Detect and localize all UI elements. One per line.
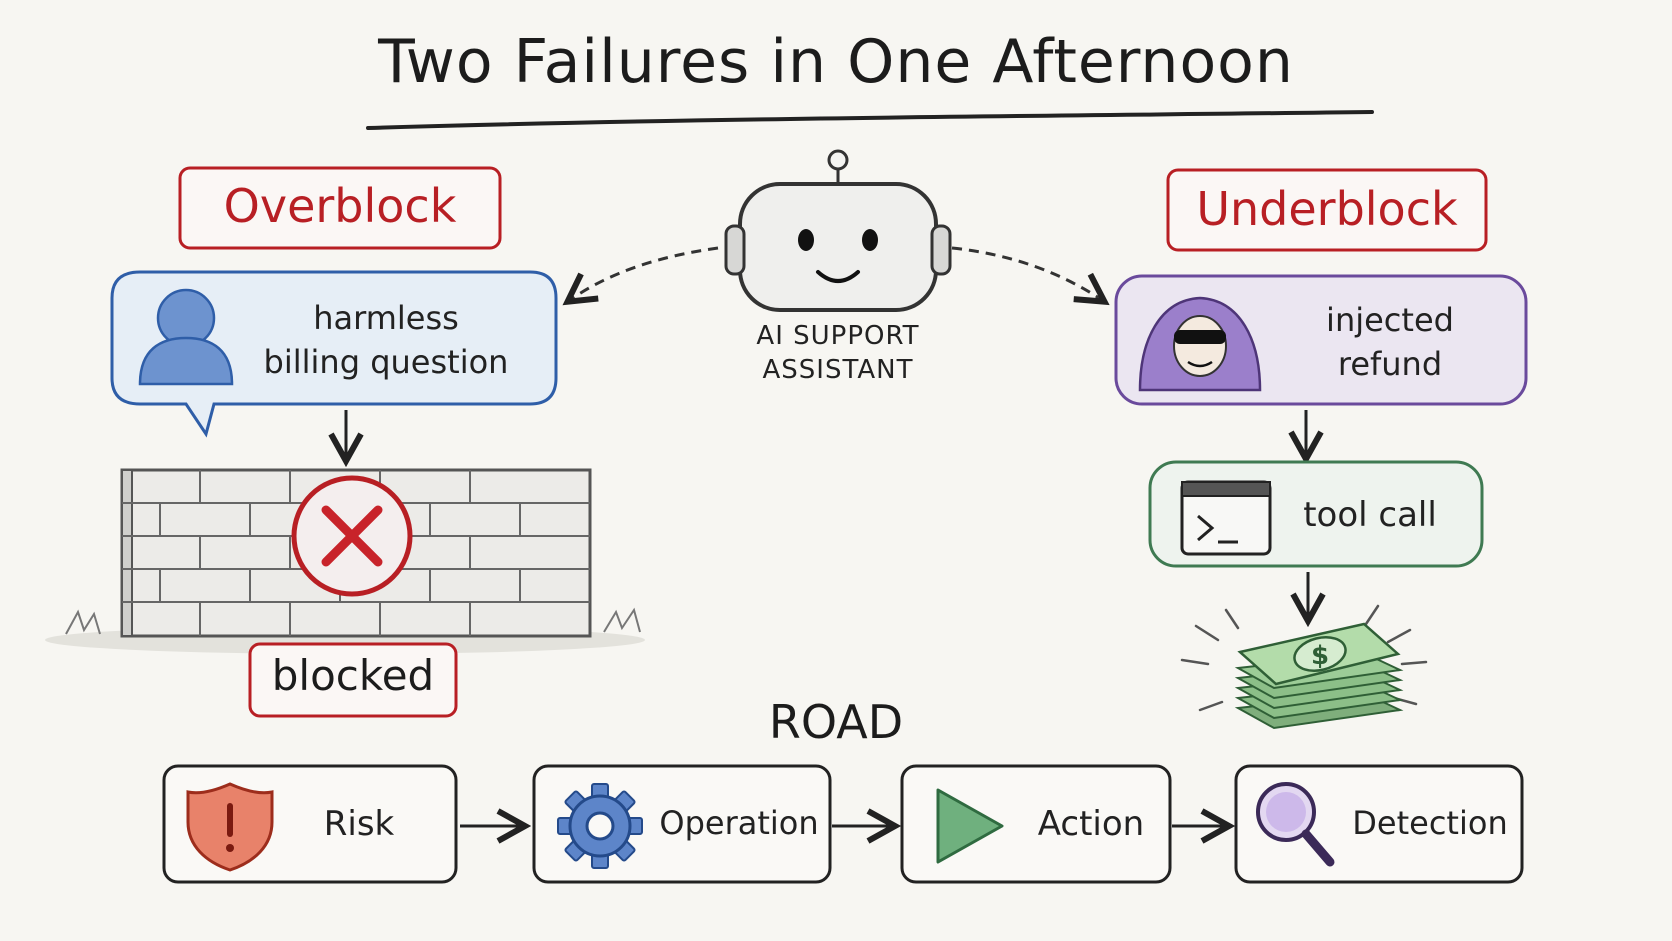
tool-call-label: tool call	[1303, 495, 1437, 535]
dashed-arrow-right	[951, 246, 1102, 300]
terminal-icon	[1180, 480, 1272, 556]
shield-warning-icon	[186, 782, 274, 872]
assistant-label-line-1: AI SUPPORT	[756, 321, 920, 351]
page-title: Two Failures in One Afternoon	[378, 27, 1294, 97]
overblock-label: Overblock	[223, 179, 457, 233]
x-circle-icon	[291, 475, 413, 597]
blocked-label: blocked	[271, 651, 435, 700]
road-step-detection-label: Detection	[1352, 804, 1508, 842]
dashed-arrow-left	[570, 246, 719, 300]
robot-icon	[724, 149, 952, 312]
money-stack-icon: $	[1180, 604, 1428, 730]
road-title: ROAD	[768, 695, 904, 749]
bubble-line-2: billing question	[263, 343, 509, 381]
play-icon	[936, 788, 1004, 864]
refund-line-1: injected	[1326, 301, 1454, 339]
road-step-operation-label: Operation	[659, 804, 819, 842]
hooded-attacker-icon	[1138, 296, 1262, 392]
road-step-risk-label: Risk	[323, 804, 395, 844]
title-underline	[366, 110, 1374, 130]
magnifier-icon	[1256, 782, 1335, 867]
blocked-label-box	[248, 642, 458, 718]
svg-text:$: $	[1311, 641, 1329, 671]
gear-icon	[557, 783, 643, 869]
user-icon	[138, 288, 234, 386]
overblock-label-box	[178, 166, 502, 250]
bubble-line-1: harmless	[313, 299, 459, 337]
road-step-action-box	[900, 764, 1172, 884]
road-step-action-label: Action	[1037, 804, 1145, 844]
underblock-label-box	[1166, 168, 1488, 252]
refund-line-2: refund	[1337, 345, 1443, 383]
underblock-label: Underblock	[1196, 182, 1458, 236]
billing-question-bubble	[110, 270, 558, 438]
assistant-label-line-2: ASSISTANT	[762, 355, 914, 385]
